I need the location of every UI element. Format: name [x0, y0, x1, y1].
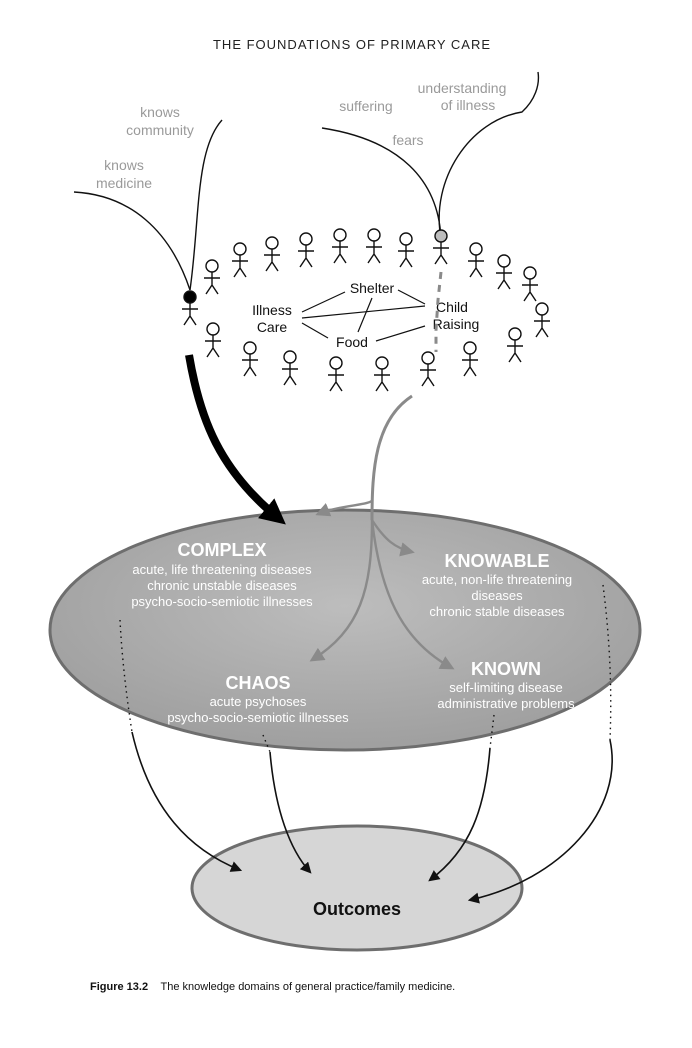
domain-chaos-line-2: psycho-socio-semiotic illnesses — [167, 710, 349, 725]
domain-knowable-title: KNOWABLE — [445, 551, 550, 571]
outcomes-ellipse — [190, 824, 524, 952]
domain-chaos-line-1: acute psychoses — [210, 694, 307, 709]
branch-known — [370, 519, 455, 670]
domain-known-line-1: self-limiting disease — [449, 680, 562, 695]
community-person-figure — [374, 356, 390, 392]
community-person-figure — [420, 351, 436, 387]
figure-caption: Figure 13.2 The knowledge domains of gen… — [90, 977, 455, 994]
patient-path — [370, 394, 413, 521]
community-person-figure — [366, 228, 382, 264]
outcome-arrows — [131, 731, 613, 904]
label-understanding-2: of illness — [441, 97, 495, 113]
dotted-leaders — [119, 584, 612, 753]
domain-known-line-2: administrative problems — [437, 696, 575, 711]
label-fears: fears — [392, 132, 423, 148]
thread-suffering-fears — [321, 127, 442, 239]
community-person-figure — [282, 350, 298, 386]
label-child: Child — [436, 299, 468, 315]
domain-knowable-line-2: diseases — [471, 588, 523, 603]
label-understanding-1: understanding — [418, 80, 507, 96]
domain-chaos-title: CHAOS — [225, 673, 290, 693]
domain-knowable-line-3: chronic stable diseases — [429, 604, 565, 619]
community-person-figure — [264, 236, 280, 272]
community-person-figure — [205, 322, 221, 358]
community-person-figure — [462, 341, 478, 377]
community-person-figure — [204, 259, 220, 295]
patient-figure — [433, 229, 449, 265]
community-person-figure — [496, 254, 512, 290]
branch-knowable — [370, 519, 415, 557]
community-person-figure — [332, 228, 348, 264]
label-shelter: Shelter — [350, 280, 395, 296]
community-person-figure — [398, 232, 414, 268]
domain-complex-line-1: acute, life threatening diseases — [132, 562, 312, 577]
label-knows-community-1: knows — [140, 104, 180, 120]
label-knows-medicine-1: knows — [104, 157, 144, 173]
community-needs-web — [301, 289, 426, 342]
community-person-figure — [468, 242, 484, 278]
label-food: Food — [336, 334, 368, 350]
label-suffering: suffering — [339, 98, 392, 114]
domain-complex-line-2: chronic unstable diseases — [147, 578, 297, 593]
community-person-figure — [242, 341, 258, 377]
domain-complex-line-3: psycho-socio-semiotic illnesses — [131, 594, 313, 609]
patient-path-dashed — [434, 271, 443, 352]
label-knows-medicine-2: medicine — [96, 175, 152, 191]
domain-knowable-line-1: acute, non-life threatening — [422, 572, 572, 587]
caption-label: Figure 13.2 — [90, 981, 148, 993]
outcomes-label: Outcomes — [313, 899, 401, 919]
label-care: Care — [257, 319, 288, 335]
domain-known-title: KNOWN — [471, 659, 541, 679]
label-raising: Raising — [433, 316, 480, 332]
branch-complex — [315, 498, 374, 517]
domain-complex-title: COMPLEX — [177, 540, 266, 560]
branch-chaos — [309, 519, 374, 662]
community-person-figure — [534, 302, 550, 338]
community-person-figure — [298, 232, 314, 268]
doctor-figure — [182, 290, 198, 326]
thread-knows-community — [189, 119, 223, 291]
label-knows-community-2: community — [126, 122, 194, 138]
community-person-figure — [522, 266, 538, 302]
doctor-arrow — [185, 354, 286, 525]
figure-header: THE FOUNDATIONS OF PRIMARY CARE — [213, 37, 491, 52]
caption-text: The knowledge domains of general practic… — [161, 981, 456, 993]
community-person-figure — [328, 356, 344, 392]
label-illness: Illness — [252, 302, 292, 318]
thread-knows-medicine — [73, 191, 191, 291]
community-person-figure — [232, 242, 248, 278]
thread-understanding-of-illness — [438, 71, 540, 239]
community-person-figure — [507, 327, 523, 363]
community-figures — [182, 228, 550, 392]
